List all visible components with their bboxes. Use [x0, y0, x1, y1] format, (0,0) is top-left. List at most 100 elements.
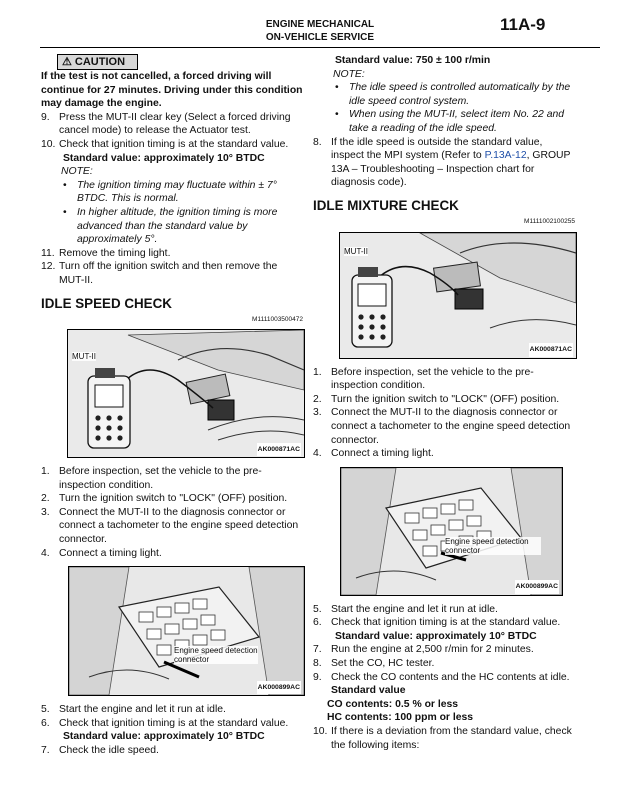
bullet-icon: • — [335, 82, 339, 94]
step-text: If the idle speed is outside the standar… — [331, 136, 575, 190]
list-item: 5. Start the engine and let it run at idl… — [313, 603, 575, 617]
co-contents-value: CO contents: 0.5 % or less — [327, 698, 459, 710]
standard-value: Standard value: approximately 10° BTDC — [63, 731, 265, 743]
step-text: Set the CO, HC tester. — [331, 658, 435, 670]
standard-value: Standard value: approximately 10° BTDC — [63, 152, 265, 164]
step-text: Check that ignition timing is at the sta… — [59, 138, 289, 150]
list-item: 4.Connect a timing light. — [41, 547, 303, 561]
figure-label: MUT-II — [344, 246, 368, 256]
engine-connector-illustration — [69, 567, 304, 696]
list-item: 7.Check the idle speed. — [41, 744, 303, 758]
figure-engine-connector: Engine speed detection connector AK00089… — [68, 566, 305, 697]
list-item: 8.If the idle speed is outside the stand… — [313, 136, 575, 190]
section-code: M1111002100255 — [524, 217, 575, 225]
list-item: 6. Check that ignition timing is at the s… — [313, 616, 575, 630]
step-text: Connect the MUT-II to the diagnosis conn… — [331, 407, 571, 446]
step-text: Before inspection, set the vehicle to th… — [331, 366, 534, 392]
list-item: 10.If there is a deviation from the stan… — [313, 725, 575, 752]
header-rule — [40, 47, 600, 48]
list-item: 3. Connect the MUT-II to the diagnosis co… — [313, 406, 575, 447]
note-bullet: • The ignition timing may fluctuate withi… — [63, 179, 303, 206]
bullet-icon: • — [63, 179, 67, 191]
figure-code: AK000899AC — [514, 580, 559, 594]
list-item: 9. Press the MUT-II clear key (Select a f… — [41, 111, 303, 138]
figure-label: MUT-II — [72, 352, 96, 362]
list-item: 2. Turn the ignition switch to "LOCK" (OF… — [41, 492, 303, 506]
hc-contents-value: HC contents: 100 ppm or less — [327, 712, 474, 724]
engine-connector-illustration — [341, 467, 562, 595]
figure-label: Engine speed detection connector — [174, 646, 258, 665]
list-item: 12.Turn off the ignition switch and then… — [41, 260, 303, 287]
step-number: 7. — [313, 644, 322, 656]
step-text: Connect a timing light. — [331, 448, 434, 460]
note-label: NOTE: — [61, 166, 93, 178]
list-item: 9.Check the CO contents and the HC conte… — [313, 671, 575, 685]
mut-ii-illustration — [68, 330, 304, 458]
note-text: The ignition timing may fluctuate within… — [77, 179, 277, 205]
figure-label: Engine speed detection connector — [445, 536, 541, 555]
step-text: Turn the ignition switch to "LOCK" (OFF)… — [331, 393, 560, 405]
step-text: Before inspection, set the vehicle to th… — [59, 466, 262, 491]
note-bullet: •In higher altitude, the ignition timing… — [63, 206, 303, 247]
list-item: 5.Start the engine and let it run at idl… — [41, 703, 303, 717]
step-text: Press the MUT-II clear key (Select a for… — [59, 111, 291, 137]
step-text: Remove the timing light. — [59, 247, 171, 259]
step-number: 5. — [313, 603, 322, 615]
step-text: Turn the ignition switch to "LOCK" (OFF)… — [59, 493, 288, 505]
step-text: Check the CO contents and the HC content… — [331, 671, 570, 683]
list-item: 3.Connect the MUT-II to the diagnosis co… — [41, 506, 303, 547]
step-number: 6. — [313, 617, 322, 629]
figure-mut-ii: MUT-II AK000871AC — [339, 231, 577, 359]
step-number: 12. — [41, 261, 56, 273]
header-titles: ENGINE MECHANICAL ON-VEHICLE SERVICE — [230, 18, 410, 44]
step-number: 1. — [313, 366, 322, 378]
step-text: Start the engine and let it run at idle. — [331, 603, 498, 615]
step-text: Start the engine and let it run at idle. — [59, 704, 226, 716]
standard-value: Standard value: approximately 10° BTDC — [335, 630, 537, 642]
step-number: 7. — [41, 745, 50, 757]
step-text: Connect the MUT-II to the diagnosis conn… — [59, 506, 299, 546]
note-bullet: •When using the MUT-II, select item No. … — [335, 108, 575, 135]
figure-code: AK000899AC — [256, 680, 301, 695]
step-number: 9. — [41, 111, 50, 123]
list-item: 1. Before inspection, set the vehicle to … — [313, 366, 575, 393]
list-item: 11.Remove the timing light. — [41, 247, 303, 261]
note-text: The idle speed is controlled automatical… — [349, 82, 571, 107]
step-text: Connect a timing light. — [59, 547, 162, 559]
figure-code: AK000871AC — [256, 442, 301, 457]
standard-value-title: Standard value — [331, 685, 406, 697]
list-item: 8. Set the CO, HC tester. — [313, 657, 575, 671]
standard-value: Standard value: 750 ± 100 r/min — [335, 55, 491, 66]
step-number: 2. — [313, 393, 322, 405]
page-number: 11A-9 — [500, 15, 546, 34]
step-number: 8. — [313, 658, 322, 670]
note-text: In higher altitude, the ignition timing … — [77, 206, 278, 246]
warning-icon: ⚠ — [62, 56, 75, 68]
header-title: ENGINE MECHANICAL — [265, 19, 375, 30]
step-text: Turn off the ignition switch and then re… — [59, 261, 278, 286]
step-number: 2. — [41, 493, 50, 505]
figure-mut-ii: MUT-II AK000871AC — [67, 329, 305, 459]
header-subtitle: ON-VEHICLE SERVICE — [265, 32, 375, 43]
page-reference-link[interactable]: P.13A-12 — [484, 150, 527, 162]
note-bullet: • The idle speed is controlled automatica… — [335, 81, 575, 108]
step-number: 3. — [313, 407, 322, 419]
figure-engine-connector: Engine speed detection connector AK00089… — [340, 466, 563, 596]
step-number: 10. — [41, 138, 56, 150]
step-text-post: , GROUP 13A – Troubleshooting – Inspecti… — [331, 150, 571, 189]
mut-ii-illustration — [340, 232, 576, 358]
step-text-pre: If the idle speed is outside the standar… — [331, 136, 543, 162]
list-item: 4.Connect a timing light. — [313, 447, 575, 461]
right-column: Standard value: 750 ± 100 r/min NOTE: •T… — [313, 54, 577, 752]
section-code: M1111003500472 — [252, 315, 303, 323]
left-column: ⚠ CAUTION If the test is not cancelled, … — [41, 54, 305, 758]
list-item: 1. Before inspection, set the vehicle to … — [41, 465, 303, 492]
step-number: 1. — [41, 466, 50, 478]
list-item: 7.Run the engine at 2,500 r/min for 2 mi… — [313, 643, 575, 657]
list-item: 2. Turn the ignition switch to "LOCK" (OF… — [313, 393, 575, 407]
figure-code: AK000871AC — [528, 342, 573, 357]
step-text: Check that ignition timing is at the sta… — [331, 617, 561, 629]
caution-label: CAUTION — [74, 56, 126, 68]
list-item: 10.Check that ignition timing is at the … — [41, 138, 303, 152]
caution-box: ⚠ CAUTION — [57, 54, 139, 70]
